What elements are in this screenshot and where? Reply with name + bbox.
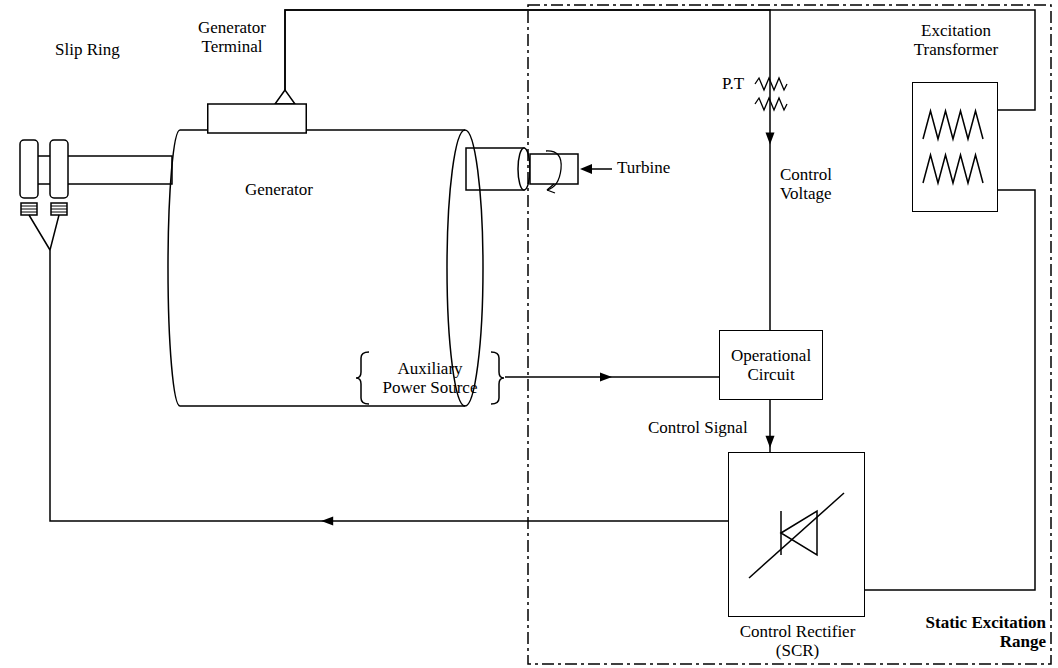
operational-circuit: Operational Circuit [719,330,823,400]
brush-hatch [51,206,67,207]
part-label: P.T [722,74,744,93]
turbine-arrow-head [580,164,592,174]
signal-label-holder: Control Voltage [780,165,852,203]
pt-secondary-coil [755,98,787,110]
turbine-shaft [530,154,578,184]
connector-group [50,250,728,526]
scr-triangle [781,511,817,555]
node-label: Excitation Transformer [896,21,1016,59]
node-label: Static Excitation Range [914,613,1046,651]
brush-hatch [21,206,37,207]
static-excitation-range: Static Excitation Range Excitation Transf… [527,4,1052,665]
auxiliary-power-source: Auxiliary Power Source [355,350,505,406]
pt-primary-coil [755,78,787,90]
node-label: Slip Ring [55,40,125,59]
signal-label: Control Signal [648,418,748,437]
connector-group [766,400,775,452]
terminal-lug [275,90,295,104]
secondary-winding [923,155,983,183]
signal-label: Control Voltage [780,165,852,203]
slip-ring-disc [20,140,38,198]
node-label: Auxiliary Power Source [380,359,480,397]
signal-label-holder: Control Signal [648,418,748,437]
slip-ring-outline [15,138,85,250]
node-label: Generator Terminal [182,18,282,56]
brush-hatch [51,209,67,210]
arrow-head [321,517,333,526]
bracket [491,352,504,404]
part-label: Turbine [617,158,670,177]
brush [21,203,37,215]
arrow-head [766,132,775,144]
connector-group [285,10,775,330]
brush-lead [29,215,59,250]
brush-hatch [51,212,67,213]
node-label: Generator [245,180,565,199]
excitation-transformer-outline [913,83,999,213]
arrow-head [766,436,775,448]
arrow-head [600,373,612,382]
node-label: Control Rectifier (SCR) [724,622,871,660]
connector-line [50,250,728,521]
generator-terminal-outline [207,90,307,134]
connector-group [865,190,1035,590]
excitation-transformer: Excitation Transformer [912,82,998,212]
connector-line [865,190,1035,590]
slip-ring-disc [50,140,68,198]
brush-hatch [21,212,37,213]
scr-lead [749,493,844,578]
turbine-arrow [590,168,612,170]
control-rectifier-outline [729,453,866,618]
primary-winding [923,111,983,139]
brush [51,203,67,215]
generator-terminal: Generator Terminal [207,90,307,134]
bracket [356,352,369,404]
terminal-box [208,104,307,133]
control-rectifier: Control Rectifier (SCR) [728,452,865,617]
scr-bar [780,511,782,555]
node-label: Operational Circuit [720,346,822,384]
connector-group [505,373,719,382]
slip-ring: Slip Ring [15,138,85,250]
range-border [528,5,1051,664]
left-shaft [25,156,172,184]
brush-hatch [21,209,37,210]
part-label-holder: P.T [722,74,744,93]
rotation-arrow-head [547,184,555,193]
part-label-holder: Turbine [617,158,670,177]
